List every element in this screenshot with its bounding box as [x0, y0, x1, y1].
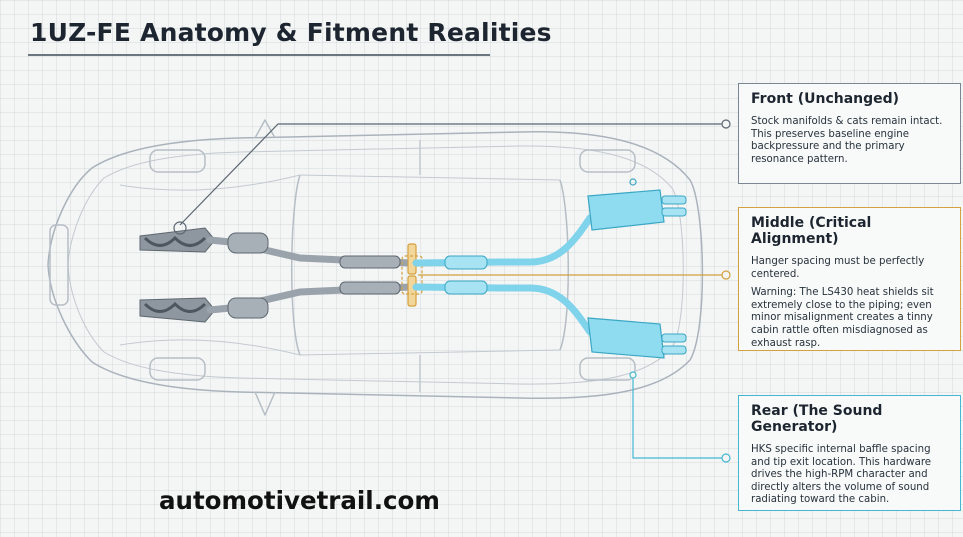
- hanger-lower: [407, 275, 417, 307]
- front-target-circle: [173, 221, 187, 235]
- car-body-inner: [67, 145, 684, 385]
- hanger-upper: [407, 243, 417, 275]
- resonator-right: [339, 281, 401, 295]
- manifold-right: [139, 297, 216, 323]
- mirror-right: [254, 391, 276, 416]
- resonator-left: [339, 255, 401, 269]
- alignment-hangers: [401, 243, 423, 307]
- rear-leader: [632, 375, 726, 459]
- callout-front-body: Stock manifolds & cats remain intact. Th…: [751, 116, 943, 165]
- catback-resonator-right: [444, 280, 488, 295]
- rear-wheel-left: [579, 149, 636, 173]
- front-leader-dot: [721, 119, 731, 129]
- callout-middle-heading: Middle (Critical Alignment): [751, 215, 872, 247]
- page-title: 1UZ-FE Anatomy & Fitment Realities: [30, 18, 552, 47]
- car-outline: [47, 119, 704, 416]
- front-leader: [179, 123, 726, 226]
- engine-manifolds: [139, 227, 216, 323]
- catalytic-converter-left: [227, 232, 269, 254]
- middle-leader-dot: [721, 270, 731, 280]
- car-body: [47, 131, 704, 400]
- muffler-left: [587, 189, 665, 231]
- windshield: [291, 174, 301, 356]
- leader-lines: [173, 119, 731, 463]
- mirror-left: [254, 119, 276, 139]
- callout-front-heading: Front (Unchanged): [751, 91, 900, 107]
- callout-middle: Middle (Critical Alignment) Hanger spaci…: [738, 207, 961, 351]
- callout-middle-body: Hanger spacing must be perfectly centere…: [751, 256, 925, 280]
- callout-rear-body: HKS specific internal baffle spacing and…: [751, 444, 932, 506]
- stock-section: [206, 232, 414, 319]
- rear-wheel-right: [579, 357, 636, 381]
- roof-front-line: [299, 174, 561, 181]
- hanger-bracket: [401, 255, 423, 295]
- hood-line: [119, 174, 301, 191]
- rear-leader-dot: [721, 453, 731, 463]
- catback-pipe-right: [412, 283, 594, 336]
- title-underline: [28, 54, 490, 56]
- hood-line-lower: [119, 339, 301, 356]
- roof-rear-line: [299, 349, 561, 356]
- front-wheel-left: [149, 149, 206, 173]
- grille: [49, 224, 69, 306]
- rear-hanger-top: [629, 178, 637, 186]
- exhaust-tips: [661, 195, 687, 355]
- front-wheel-right: [149, 357, 206, 381]
- rear-window: [559, 179, 569, 351]
- callout-front: Front (Unchanged) Stock manifolds & cats…: [738, 83, 961, 184]
- catback-resonator-left: [444, 255, 488, 270]
- catalytic-converter-right: [227, 297, 269, 319]
- catback-pipe-left: [412, 214, 594, 267]
- site-watermark: automotivetrail.com: [159, 486, 440, 515]
- muffler-right: [587, 317, 665, 359]
- callout-rear: Rear (The Sound Generator) HKS specific …: [738, 395, 961, 511]
- catback-section: [412, 178, 687, 359]
- callout-middle-warning: Warning: The LS430 heat shields sit extr…: [751, 287, 934, 349]
- callout-rear-heading: Rear (The Sound Generator): [751, 403, 883, 435]
- rear-target-dot: [629, 371, 637, 379]
